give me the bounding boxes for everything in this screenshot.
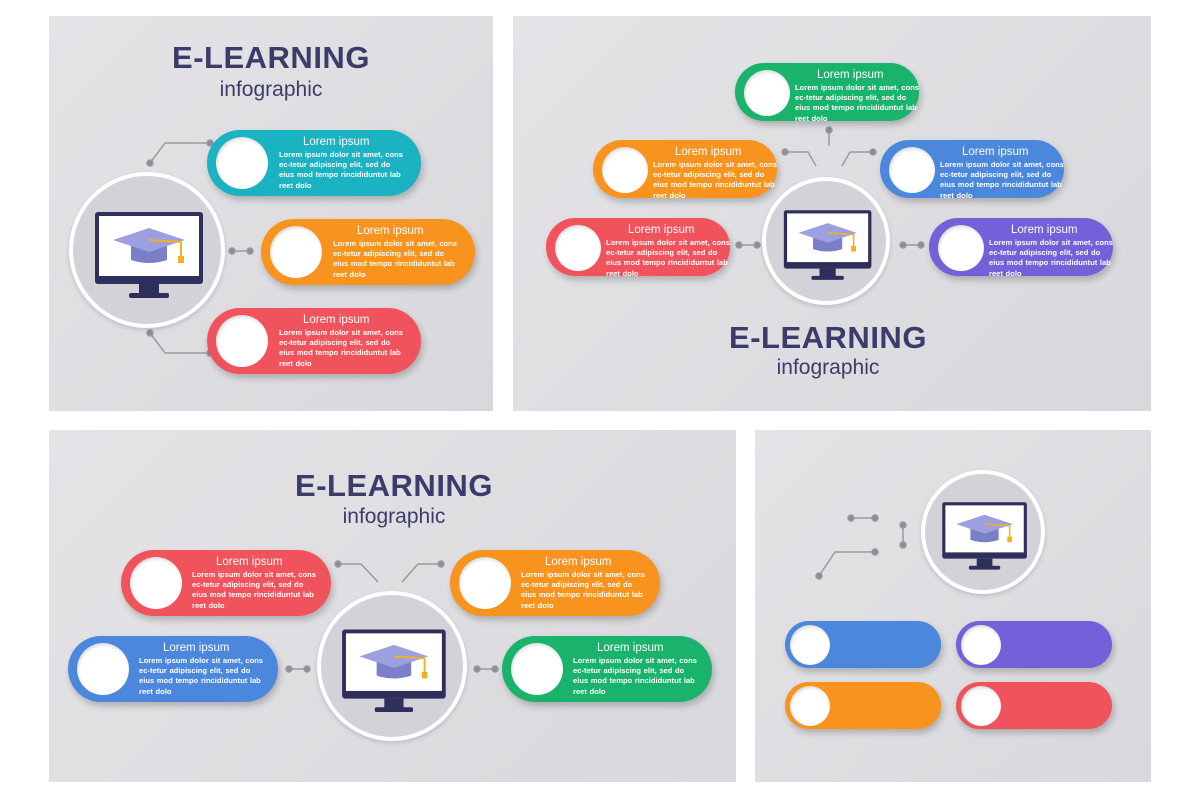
pill-circle-placeholder [938,225,984,271]
pill-circle-placeholder [790,625,830,665]
pill-circle-placeholder [555,225,601,271]
connector-lines [735,126,925,249]
item-heading: Lorem ipsum [303,136,370,148]
item-heading: Lorem ipsum [675,146,742,158]
pill-circle-placeholder [511,643,563,695]
item-text: Lorem ipsum dolor sit amet, cons ec-tetu… [333,239,458,279]
computer-monitor-graduation-cap-icon [342,629,446,713]
panel-2: Lorem ipsum Lorem ipsum dolor sit amet, … [513,16,1151,411]
info-pill-blue: Lorem ipsum Lorem ipsum dolor sit amet, … [68,636,278,702]
item-text: Lorem ipsum dolor sit amet, cons ec-tetu… [989,238,1114,278]
pill-circle-placeholder [744,70,790,116]
info-pill-red: Lorem ipsum Lorem ipsum dolor sit amet, … [207,308,421,374]
item-text: Lorem ipsum dolor sit amet, cons ec-tetu… [279,328,404,368]
computer-monitor-graduation-cap-icon [95,212,203,298]
pill-circle-placeholder [602,147,648,193]
item-text: Lorem ipsum dolor sit amet, cons ec-tetu… [795,83,920,123]
panel-3: E-LEARNING infographic Lorem ipsum Lorem… [49,430,736,782]
connector-lines [285,560,499,673]
pill-circle-placeholder [961,686,1001,726]
item-heading: Lorem ipsum [357,225,424,237]
blank-pill-blue [785,621,941,668]
info-pill-blue: Lorem ipsum Lorem ipsum dolor sit amet, … [880,140,1065,200]
item-heading: Lorem ipsum [163,642,230,654]
page-title: E-LEARNING [172,40,370,75]
info-pill-purple: Lorem ipsum Lorem ipsum dolor sit amet, … [929,218,1114,278]
hub-circle [921,470,1045,594]
info-pill-red: Lorem ipsum Lorem ipsum dolor sit amet, … [546,218,731,278]
pill-circle-placeholder [270,226,322,278]
item-heading: Lorem ipsum [303,314,370,326]
info-pill-red: Lorem ipsum Lorem ipsum dolor sit amet, … [121,550,331,616]
page-subtitle: infographic [776,356,880,379]
pill-circle-placeholder [459,557,511,609]
info-pill-orange: Lorem ipsum Lorem ipsum dolor sit amet, … [593,140,778,200]
computer-monitor-graduation-cap-icon [783,210,872,280]
item-heading: Lorem ipsum [962,146,1029,158]
item-heading: Lorem ipsum [216,556,283,568]
panel-1: E-LEARNING infographic Lorem ipsum Lorem… [49,16,493,411]
pill-circle-placeholder [216,137,268,189]
item-text: Lorem ipsum dolor sit amet, cons ec-tetu… [521,570,646,610]
blank-pill-orange [785,682,941,729]
hub-circle [69,172,225,328]
item-text: Lorem ipsum dolor sit amet, cons ec-tetu… [606,238,731,278]
pill-circle-placeholder [889,147,935,193]
pill-circle-placeholder [77,643,129,695]
item-heading: Lorem ipsum [1011,224,1078,236]
pill-circle-placeholder [216,315,268,367]
item-heading: Lorem ipsum [817,69,884,81]
pill-circle-placeholder [130,557,182,609]
item-heading: Lorem ipsum [545,556,612,568]
hub-circle [762,177,890,305]
hub-circle [317,591,467,741]
page-subtitle: infographic [342,505,446,528]
computer-monitor-graduation-cap-icon [942,502,1027,570]
info-pill-green: Lorem ipsum Lorem ipsum dolor sit amet, … [735,63,920,123]
page-subtitle: infographic [219,78,323,101]
item-text: Lorem ipsum dolor sit amet, cons ec-tetu… [653,160,778,200]
connector-lines [815,514,907,580]
connector-lines [146,139,254,357]
blank-pill-red [956,682,1112,729]
item-text: Lorem ipsum dolor sit amet, cons ec-tetu… [192,570,317,610]
item-text: Lorem ipsum dolor sit amet, cons ec-tetu… [573,656,698,696]
item-heading: Lorem ipsum [628,224,695,236]
blank-pill-purple [956,621,1112,668]
info-pill-orange: Lorem ipsum Lorem ipsum dolor sit amet, … [261,219,475,285]
item-text: Lorem ipsum dolor sit amet, cons ec-tetu… [139,656,264,696]
panel-4 [755,430,1151,782]
page-title: E-LEARNING [729,320,927,355]
pill-circle-placeholder [961,625,1001,665]
item-text: Lorem ipsum dolor sit amet, cons ec-tetu… [279,150,404,190]
item-text: Lorem ipsum dolor sit amet, cons ec-tetu… [940,160,1065,200]
info-pill-orange: Lorem ipsum Lorem ipsum dolor sit amet, … [450,550,660,616]
pill-circle-placeholder [790,686,830,726]
info-pill-green: Lorem ipsum Lorem ipsum dolor sit amet, … [502,636,712,702]
item-heading: Lorem ipsum [597,642,664,654]
info-pill-teal: Lorem ipsum Lorem ipsum dolor sit amet, … [207,130,421,196]
page-title: E-LEARNING [295,468,493,503]
